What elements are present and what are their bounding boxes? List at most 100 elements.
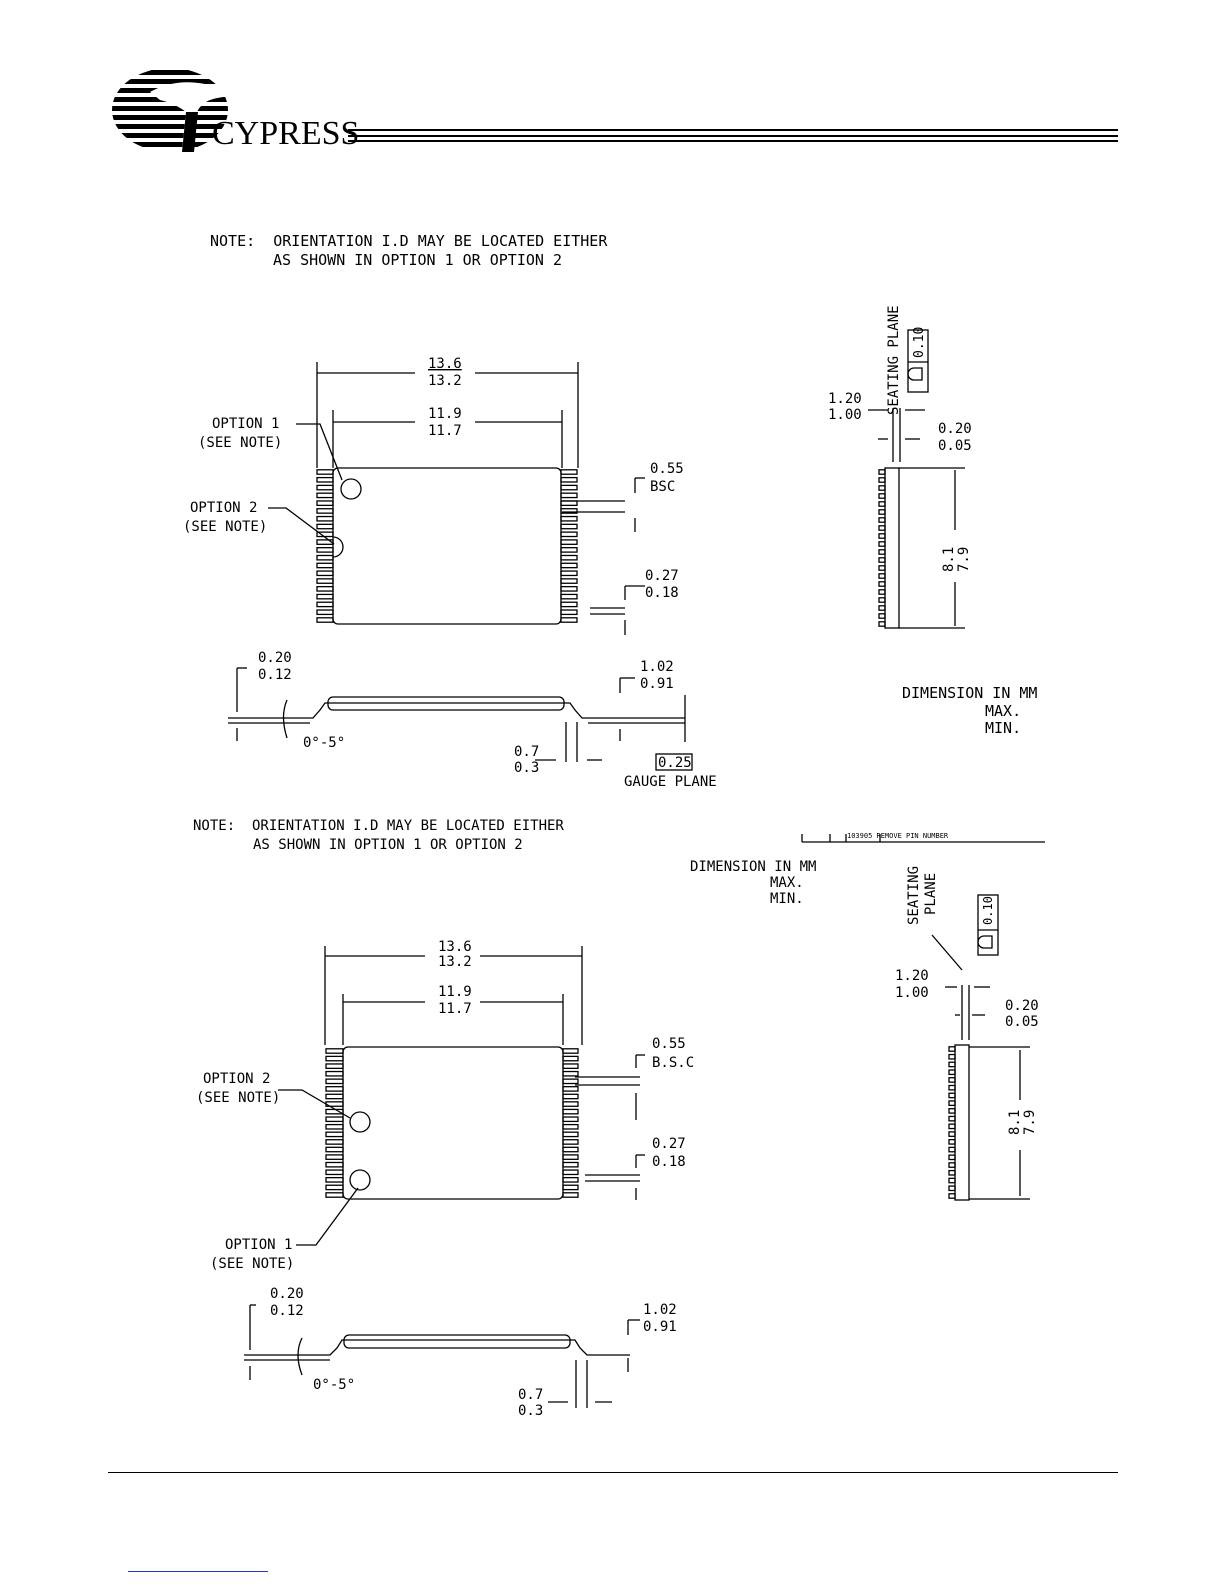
package-body-top-view: [332, 467, 562, 625]
lead-pin: [560, 578, 578, 584]
end-lead-pin: [948, 1053, 956, 1060]
lead-pin: [560, 515, 578, 522]
end-lead-pin: [948, 1154, 956, 1161]
lead-pin: [316, 562, 334, 569]
lead-pin: [562, 1184, 579, 1191]
end-lead-pin: [948, 1123, 956, 1130]
lead-thickness-min: 0.12: [258, 667, 292, 683]
end-lead-pin: [948, 1108, 956, 1114]
end-lead-pin: [878, 477, 886, 483]
lead-pin: [560, 523, 578, 530]
lead-pin: [562, 1116, 579, 1123]
end-lead-pin: [948, 1115, 956, 1122]
end-lead-pin: [878, 613, 886, 619]
lead-pin: [562, 1063, 579, 1070]
note-line1: NOTE: ORIENTATION I.D MAY BE LOCATED EIT…: [210, 232, 608, 250]
end-lead-pin: [878, 597, 886, 603]
option1-label-2: OPTION 1: [225, 1237, 292, 1253]
lead-pin: [325, 1154, 344, 1160]
seating-label-line2: PLANE: [923, 873, 939, 915]
lead-pin: [325, 1116, 344, 1123]
lead-pin: [562, 1055, 579, 1062]
dimension-min-2: MIN.: [770, 891, 804, 907]
dimension-title-2: DIMENSION IN MM: [690, 859, 816, 875]
end-lead-pin: [948, 1100, 956, 1107]
note-line2: AS SHOWN IN OPTION 1 OR OPTION 2: [273, 251, 562, 269]
end-lead-pin: [878, 541, 886, 547]
lead-pin: [325, 1146, 344, 1153]
end-lead-pin: [878, 485, 886, 491]
lead-pin: [325, 1169, 344, 1176]
brand-name: CYPRESS: [212, 115, 359, 152]
package-body-top-view-2: [342, 1046, 564, 1200]
lead-pin: [562, 1108, 579, 1115]
end-lead-pin: [878, 573, 886, 579]
option2-label: OPTION 2: [190, 500, 257, 516]
lead-pin: [562, 1161, 579, 1168]
lead-pin: [316, 492, 334, 499]
lead-pin: [325, 1131, 344, 1138]
lead-pin: [325, 1070, 344, 1077]
overall-length-max: 13.6: [428, 356, 462, 372]
height-max-2: 1.02: [643, 1302, 677, 1318]
end-lead-pin: [948, 1185, 956, 1192]
end-lead-pin: [878, 605, 886, 611]
end-lead-pin: [948, 1162, 956, 1168]
body-length-min: 11.7: [428, 423, 462, 439]
lead-pin: [325, 1063, 344, 1070]
lead-offset-max: 0.20: [938, 421, 972, 437]
lead-pin: [560, 531, 578, 538]
footer-link-underline[interactable]: [128, 1571, 268, 1572]
lead-pin: [316, 508, 334, 514]
lead-width-max-2: 0.27: [652, 1136, 686, 1152]
end-lead-pin: [878, 509, 886, 515]
end-lead-pin: [878, 565, 886, 571]
end-lead-pin: [948, 1061, 956, 1068]
lead-thickness-max: 0.20: [258, 650, 292, 666]
width-max: 8.1: [941, 547, 957, 572]
lead-pin: [562, 1086, 579, 1092]
body-length-max-2: 11.9: [438, 984, 472, 1000]
height-min-2: 0.91: [643, 1319, 677, 1335]
lead-pin: [560, 484, 578, 491]
lead-pin: [560, 570, 578, 577]
end-lead-pin: [878, 621, 886, 627]
lead-pin: [562, 1139, 579, 1145]
end-lead-pin: [948, 1138, 956, 1145]
lead-pin: [316, 578, 334, 584]
pitch-value: 0.55: [650, 461, 684, 477]
lead-pin: [562, 1123, 579, 1130]
lead-width-min-2: 0.18: [652, 1154, 686, 1170]
lead-offset-min-2: 0.05: [1005, 1014, 1039, 1030]
standoff-min-2: 1.00: [895, 985, 929, 1001]
end-lead-pin: [948, 1092, 956, 1099]
option2-see-note-2: (SEE NOTE): [196, 1090, 280, 1106]
footer-rule: [108, 1472, 1118, 1473]
lead-pin: [560, 601, 578, 608]
lead-pin: [562, 1192, 579, 1198]
lead-pin: [560, 562, 578, 569]
end-lead-pin: [948, 1131, 956, 1137]
end-lead-pin: [948, 1084, 956, 1091]
option1-see-note-2: (SEE NOTE): [210, 1256, 294, 1272]
seating-plane-label: SEATING PLANE: [886, 305, 902, 415]
lead-pin: [562, 1093, 579, 1100]
coplanarity-value: 0.10: [912, 327, 927, 358]
pitch-note-2: B.S.C: [652, 1055, 694, 1071]
end-lead-pin: [878, 589, 886, 595]
lead-pin: [316, 469, 334, 475]
lead-pin: [316, 476, 334, 483]
end-lead-pin: [948, 1069, 956, 1076]
note-line2-2: AS SHOWN IN OPTION 1 OR OPTION 2: [253, 837, 523, 853]
lead-pin: [316, 601, 334, 608]
dimension-max: MAX.: [985, 702, 1021, 720]
end-lead-pin: [948, 1046, 956, 1052]
body-length-min-2: 11.7: [438, 1001, 472, 1017]
lead-width-max: 0.27: [645, 568, 679, 584]
lead-pin: [560, 547, 578, 553]
lead-pin: [562, 1176, 579, 1183]
lead-pin: [316, 523, 334, 530]
option1-label: OPTION 1: [212, 416, 279, 432]
page-header: CYPRESS: [112, 70, 1118, 152]
